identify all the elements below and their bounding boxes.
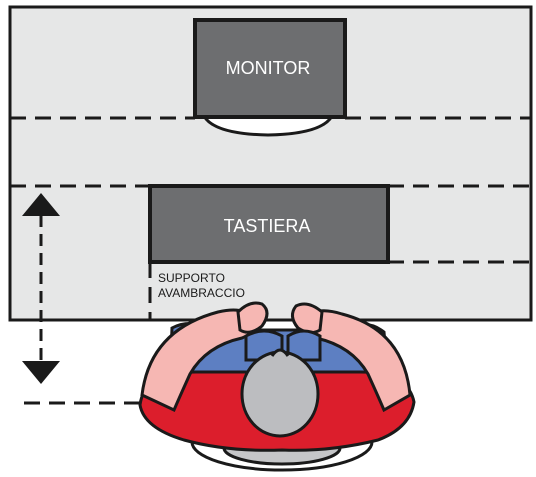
double-headed-arrow-icon (22, 193, 60, 384)
seated-person (138, 301, 416, 472)
keyboard-label: TASTIERA (224, 216, 311, 236)
monitor (193, 18, 347, 119)
forearm-support-label-line2: AVAMBRACCIO (158, 286, 245, 300)
forearm-support-label-line1: SUPPORTO (158, 271, 225, 285)
monitor-label: MONITOR (226, 58, 311, 78)
monitor-stand (201, 114, 335, 137)
left-hand (236, 301, 269, 334)
nose (270, 348, 290, 357)
keyboard (148, 184, 390, 264)
head (240, 350, 320, 438)
right-hand (291, 302, 324, 335)
